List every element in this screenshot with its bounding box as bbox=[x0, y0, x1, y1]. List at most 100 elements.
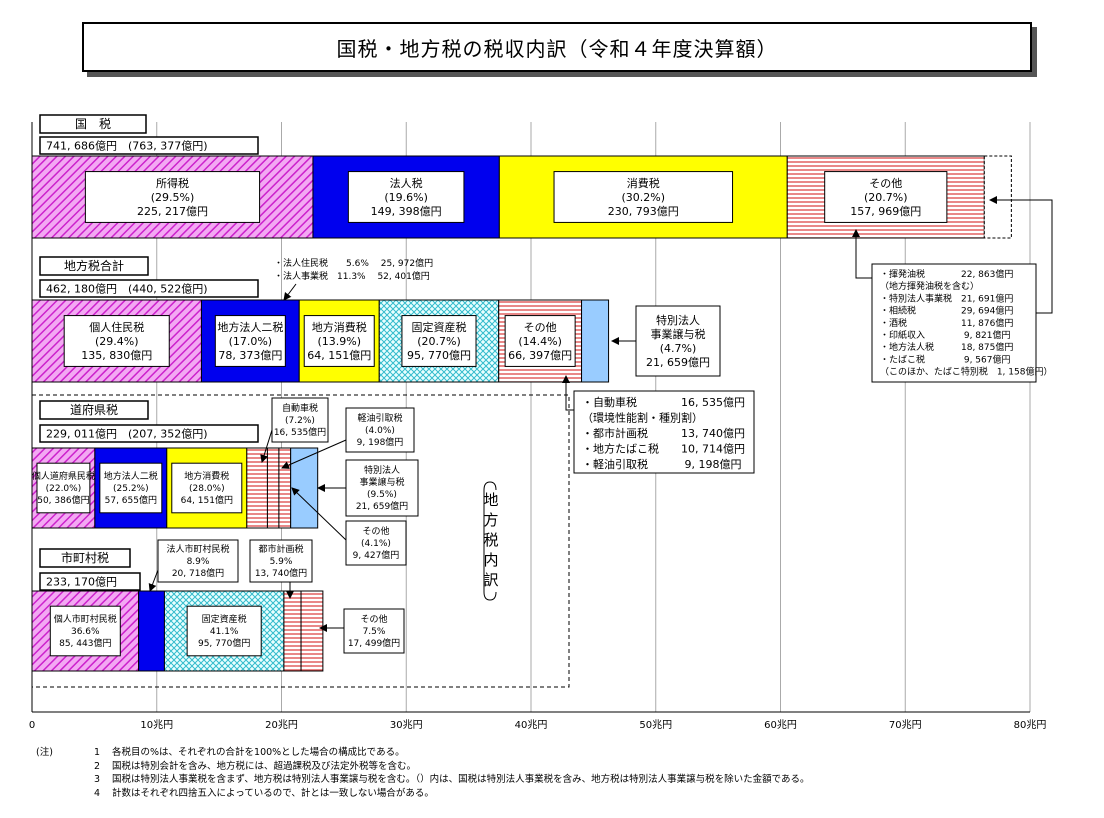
bar-segment bbox=[300, 590, 324, 672]
segment-label-box bbox=[401, 315, 477, 367]
segment-label: 66, 397億円 bbox=[508, 349, 572, 362]
national-other-detail: ・印紙収入 9, 821億円 bbox=[880, 329, 1011, 341]
pref-other: その他 bbox=[362, 525, 389, 537]
special-corp-pref: 21, 659億円 bbox=[356, 500, 408, 512]
special-corp-pref: 特別法人 bbox=[364, 464, 400, 476]
muni-other-box bbox=[343, 608, 405, 654]
segment-label: 消費税 bbox=[627, 176, 660, 190]
segment-label: 個人住民税 bbox=[89, 320, 144, 334]
national-other-detail: ・酒税 11, 876億円 bbox=[880, 317, 1013, 329]
segment-label: 50, 386億円 bbox=[37, 494, 89, 506]
city-planning-tax: 13, 740億円 bbox=[255, 567, 307, 579]
diesel-tax-box bbox=[345, 407, 415, 453]
segment-label: 法人税 bbox=[390, 176, 423, 190]
segment-label: 149, 398億円 bbox=[371, 205, 442, 218]
vehicle-tax-box bbox=[271, 397, 329, 443]
footnote-prefix bbox=[36, 760, 94, 774]
segment-label-box bbox=[347, 171, 465, 223]
muni-corp-tax: 8.9% bbox=[187, 557, 210, 567]
footnote-number: 2 bbox=[94, 760, 101, 772]
row-name-label: 国 税 bbox=[75, 117, 111, 131]
pref-other-arrow bbox=[291, 487, 347, 541]
local-corp-arrow bbox=[283, 283, 297, 301]
x-tick-label: 80兆円 bbox=[1014, 719, 1047, 731]
x-tick-label: 70兆円 bbox=[889, 719, 922, 731]
bar-segment bbox=[283, 590, 302, 672]
x-tick-label: 60兆円 bbox=[764, 719, 797, 731]
x-tick-label: 0 bbox=[29, 720, 35, 731]
segment-label-box bbox=[36, 462, 91, 514]
row-total-label: 741, 686億円 (763, 377億円) bbox=[46, 140, 208, 153]
special-corp-local: 事業譲与税 bbox=[651, 327, 706, 341]
segment-label: (20.7%) bbox=[417, 335, 461, 348]
national-other-detail-box bbox=[871, 263, 1037, 383]
vehicle-tax-arrow bbox=[260, 429, 273, 463]
footnote-number: 4 bbox=[94, 787, 101, 799]
national-other-detail: （このほか、たばこ特別税 1, 158億円） bbox=[880, 366, 1052, 378]
local-corp-note: ・法人事業税 11.3% 52, 401億円 bbox=[274, 270, 430, 282]
x-tick-label: 30兆円 bbox=[390, 719, 423, 731]
footnote-text: 計数はそれぞれ四捨五入によっているので、計とは一致しない場合がある。 bbox=[112, 787, 434, 799]
diesel-tax: 9, 198億円 bbox=[357, 436, 404, 448]
segment-label: (28.0%) bbox=[189, 484, 225, 494]
row-total-label: 233, 170億円 bbox=[46, 576, 117, 589]
bar-segment bbox=[290, 447, 319, 529]
segment-label-box bbox=[824, 171, 948, 223]
segment-label: (14.4%) bbox=[518, 335, 562, 348]
segment-label-box bbox=[63, 315, 170, 367]
pref-other: (4.1%) bbox=[361, 539, 391, 549]
segment-label: 57, 655億円 bbox=[105, 494, 157, 506]
city-planning-tax: 5.9% bbox=[270, 557, 293, 567]
special-corp-pref-box bbox=[345, 459, 419, 517]
segment-label-box bbox=[99, 462, 163, 514]
segment-label: 所得税 bbox=[156, 176, 189, 190]
segment-label: 230, 793億円 bbox=[608, 205, 679, 218]
vehicle-tax: 自動車税 bbox=[282, 402, 318, 414]
muni-other: その他 bbox=[360, 613, 387, 625]
segment-label: 地方消費税 bbox=[312, 320, 367, 334]
row-total-box bbox=[39, 136, 259, 155]
footnote-prefix bbox=[36, 787, 94, 801]
segment-label: 64, 151億円 bbox=[181, 494, 233, 506]
segment-label-box bbox=[186, 605, 262, 657]
special-corp-tax-arrow bbox=[989, 196, 1053, 314]
footnote-text: 各税目の%は、それぞれの合計を100%とした場合の構成比である。 bbox=[112, 747, 405, 758]
national-other-detail: ・地方法人税 18, 875億円 bbox=[880, 341, 1013, 353]
segment-label-box bbox=[84, 171, 261, 223]
segment-label: 地方法人二税 bbox=[217, 320, 283, 334]
special-corp-pref: (9.5%) bbox=[367, 490, 397, 500]
row-name-box bbox=[39, 256, 149, 276]
segment-label: 固定資産税 bbox=[411, 320, 466, 334]
pref-other: 9, 427億円 bbox=[353, 549, 400, 561]
bar-segment bbox=[983, 155, 1012, 239]
special-corp-pref: 事業譲与税 bbox=[359, 476, 404, 488]
segment-label: 地方法人二税 bbox=[104, 470, 158, 482]
national-other-connector bbox=[855, 238, 872, 279]
x-tick-label: 20兆円 bbox=[265, 719, 298, 731]
diesel-tax: (4.0%) bbox=[365, 426, 395, 436]
segment-label: その他 bbox=[524, 321, 557, 334]
footnote-text: 国税は特別法人事業税を含まず、地方税は特別法人事業譲与税を含む。（）内は、国税は… bbox=[112, 774, 810, 785]
segment-label: 157, 969億円 bbox=[850, 205, 921, 218]
local-other-detail-box bbox=[573, 390, 755, 474]
segment-label: 個人道府県民税 bbox=[32, 470, 95, 482]
vehicle-tax: 16, 535億円 bbox=[274, 426, 326, 438]
local-corp-note: ・法人住民税 5.6% 25, 972億円 bbox=[274, 257, 433, 269]
segment-label-box bbox=[171, 462, 243, 514]
segment-label: 個人市町村民税 bbox=[54, 613, 117, 625]
diesel-tax-arrow bbox=[281, 439, 347, 469]
segment-label: 固定資産税 bbox=[202, 613, 247, 625]
local-other-detail: ・自動車税 16, 535億円 bbox=[582, 395, 745, 409]
segment-label-box bbox=[214, 315, 286, 367]
national-other-detail: ・たばこ税 9, 567億円 bbox=[880, 353, 1011, 365]
segment-label: 85, 443億円 bbox=[59, 637, 111, 649]
bar-segment bbox=[266, 447, 280, 529]
segment-label: (29.5%) bbox=[151, 191, 195, 204]
local-breakdown-label: 地 bbox=[483, 491, 498, 509]
segment-label: その他 bbox=[869, 177, 902, 190]
bracket-top bbox=[489, 481, 497, 491]
segment-label: (17.0%) bbox=[229, 335, 273, 348]
bracket-bottom bbox=[489, 591, 497, 601]
local-other-detail: ・都市計画税 13, 740億円 bbox=[582, 426, 745, 440]
